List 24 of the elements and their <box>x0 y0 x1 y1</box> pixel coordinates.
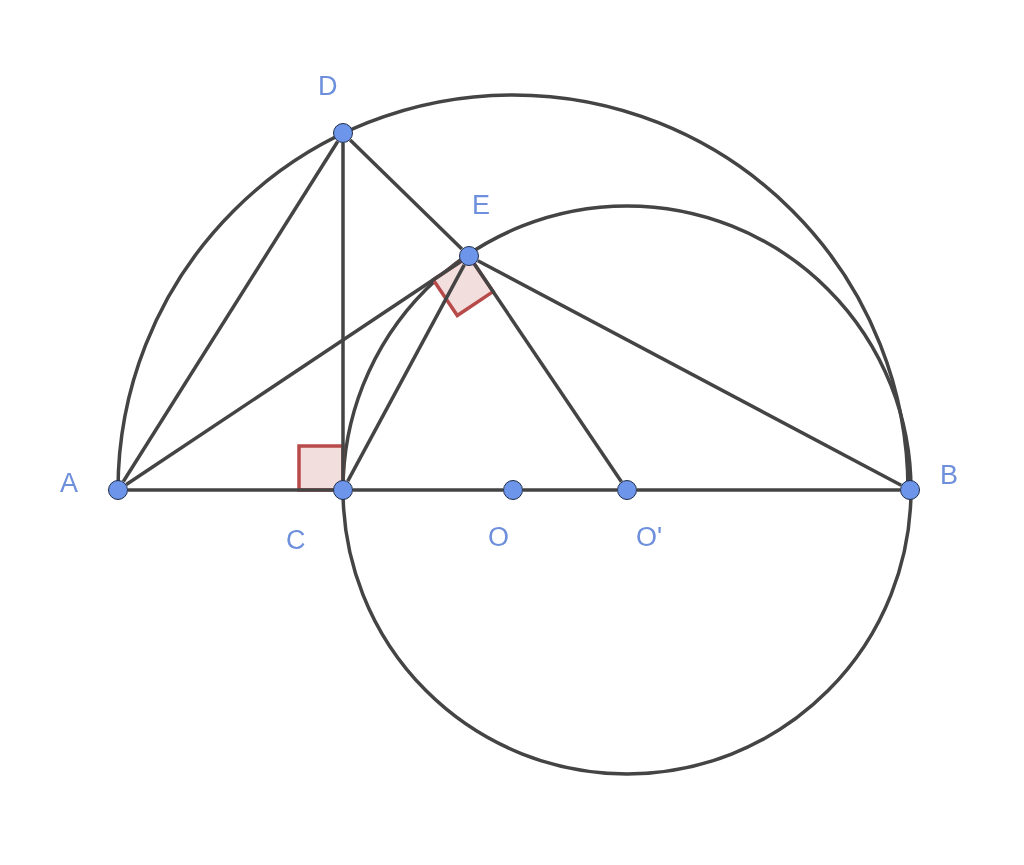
point-label: A <box>60 470 78 497</box>
point-dot <box>900 480 920 500</box>
point-label: C <box>286 527 306 554</box>
line-segment <box>637 488 900 492</box>
point-label: O <box>488 524 509 551</box>
line-segment <box>125 260 462 486</box>
line-segment <box>523 488 617 492</box>
point-dot <box>108 480 128 500</box>
point-dot <box>333 480 353 500</box>
line-segment <box>121 140 340 483</box>
line-segment <box>477 259 902 487</box>
point-dot <box>333 123 353 143</box>
line-segment <box>346 263 466 483</box>
point-label: D <box>318 73 338 100</box>
point-label: E <box>472 192 490 219</box>
point-label: B <box>940 462 958 489</box>
line-segment <box>341 143 345 480</box>
line-segment <box>473 263 623 483</box>
line-segment <box>353 488 503 492</box>
point-dot <box>617 480 637 500</box>
line-segment <box>348 138 464 251</box>
point-label: O' <box>636 524 663 551</box>
line-segment <box>128 488 333 492</box>
point-dot <box>503 480 523 500</box>
